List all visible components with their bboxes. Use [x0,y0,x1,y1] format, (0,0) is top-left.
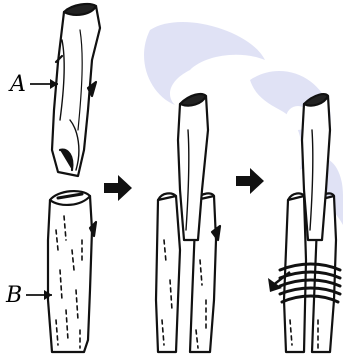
right-arrow-icon [104,175,132,201]
label-a: A [10,74,26,96]
right-arrow-icon [236,168,264,194]
scion [52,4,100,176]
label-b: B [6,285,22,307]
label-pointer-a [30,79,58,89]
graft-tied [280,94,340,352]
graft-inserted [156,94,220,352]
rootstock [48,191,96,352]
